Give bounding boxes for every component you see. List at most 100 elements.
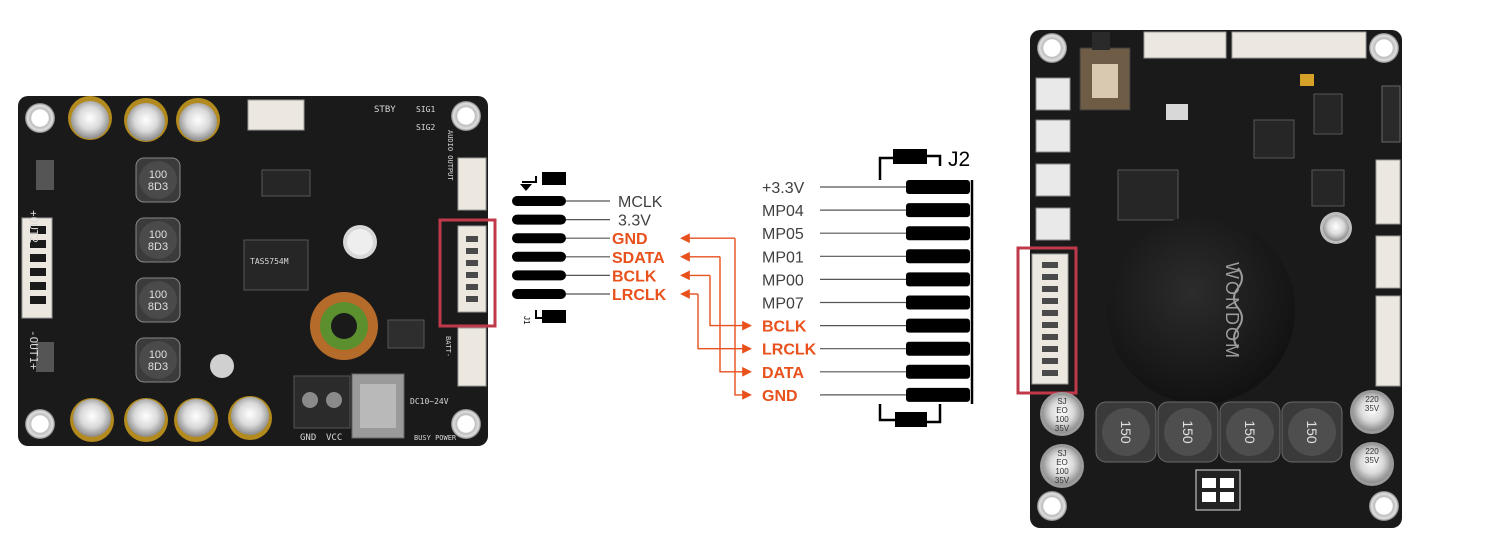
header-pin xyxy=(1042,334,1058,340)
mounting-hole xyxy=(25,409,55,439)
j2-pin-label: MP04 xyxy=(762,203,804,220)
j1-designator: J1 xyxy=(522,316,531,325)
inductor-mark: 8D3 xyxy=(148,301,168,313)
inductor-mark: 8D3 xyxy=(148,361,168,373)
right-header-2 xyxy=(1375,235,1401,289)
top-header-1 xyxy=(1143,31,1227,59)
capacitor-mark: 100 xyxy=(1055,415,1069,424)
silk-power: DC10~24V xyxy=(410,397,449,406)
capacitor-mark: 220 xyxy=(1365,447,1379,456)
j2-latch-top xyxy=(893,149,927,164)
header-pin xyxy=(1042,358,1058,364)
j2-connector-diagram: J2 +3.3VMP04MP05MP01MP00MP07BCLKLRCLKDAT… xyxy=(762,148,974,427)
j2-pins: +3.3VMP04MP05MP01MP00MP07BCLKLRCLKDATAGN… xyxy=(762,180,970,405)
j1-pin1-marker xyxy=(520,184,532,191)
mounting-hole xyxy=(1037,33,1067,63)
audio-output-header xyxy=(457,157,487,211)
silk-out1: -OUT1+ xyxy=(27,330,40,370)
j1-latch-top xyxy=(542,172,566,185)
i2s-header-j2 xyxy=(1031,253,1069,385)
j1-highlight-box xyxy=(438,218,497,328)
capacitor-mark: 100 xyxy=(1055,467,1069,476)
j1-pin xyxy=(512,196,566,206)
j2-pin-label: BCLK xyxy=(762,319,807,336)
batt-header xyxy=(457,327,487,387)
top-header xyxy=(247,99,305,131)
capacitor-mark: 220 xyxy=(1365,395,1379,404)
header-pin xyxy=(1042,262,1058,268)
right-header-3 xyxy=(1375,295,1401,387)
header-pin xyxy=(1042,346,1058,352)
j1-pin-label: SDATA xyxy=(612,250,665,267)
mounting-hole xyxy=(1037,491,1067,521)
silk-sig2: SIG2 xyxy=(416,123,435,132)
silk-audio-output: AUDIO OUTPUT xyxy=(446,130,454,181)
right-header-1 xyxy=(1375,159,1401,225)
chip-label: TAS5754M xyxy=(250,257,289,266)
power-connector xyxy=(1195,469,1241,511)
capacitor-mark: SJ xyxy=(1057,449,1066,458)
mounting-hole xyxy=(1369,491,1399,521)
header-pin xyxy=(1042,310,1058,316)
potentiometers xyxy=(1035,77,1071,241)
j2-pin-label: LRCLK xyxy=(762,342,817,359)
j2-pin-label: GND xyxy=(762,388,798,405)
j2-pin-label: MP07 xyxy=(762,296,804,313)
j2-pin xyxy=(906,341,970,356)
header-pin xyxy=(1042,322,1058,328)
j1-pin xyxy=(512,289,566,299)
inductor-mark: 8D3 xyxy=(148,181,168,193)
j1-pin-label: BCLK xyxy=(612,268,657,285)
j2-pin xyxy=(906,295,970,310)
header-pin xyxy=(1042,274,1058,280)
mounting-hole xyxy=(25,103,55,133)
j2-pin xyxy=(906,226,970,241)
j1-pin-label: GND xyxy=(612,231,648,248)
j2-bracket xyxy=(878,154,942,424)
inductor-mark: 8D3 xyxy=(148,241,168,253)
jumper xyxy=(1381,85,1401,143)
connection-arrow-right xyxy=(719,256,752,377)
j2-pin xyxy=(906,272,970,287)
j2-pin-label: +3.3V xyxy=(762,180,805,197)
j1-pin xyxy=(512,270,566,281)
j2-latch-bottom xyxy=(895,412,927,427)
silk-gnd: GND xyxy=(300,433,316,443)
inductor-mark: 150 xyxy=(1242,420,1258,444)
j1-pin xyxy=(512,251,566,262)
bottom-capacitors xyxy=(70,396,272,442)
capacitor-mark: 35V xyxy=(1055,476,1070,485)
mounting-hole xyxy=(1369,33,1399,63)
dsp-chip xyxy=(1117,169,1179,221)
j2-pin xyxy=(906,318,970,333)
j2-pin-label: DATA xyxy=(762,365,805,382)
inductor-mark: 150 xyxy=(1180,420,1196,444)
capacitor-mark: EO xyxy=(1056,406,1068,415)
inductor-mark: 100 xyxy=(149,349,167,361)
silk-batt: BATT- xyxy=(444,336,452,357)
inductor-mark: 150 xyxy=(1118,420,1134,444)
capacitor-mark: 35V xyxy=(1365,404,1380,413)
inductor-mark: 100 xyxy=(149,229,167,241)
j2-pin xyxy=(906,249,970,264)
connection-lines xyxy=(680,233,752,400)
connection-arrow-right xyxy=(697,294,752,354)
connection-arrow-right xyxy=(709,275,752,331)
top-capacitors xyxy=(68,96,220,142)
capacitor-mark: 35V xyxy=(1365,456,1380,465)
inductor-mark: 100 xyxy=(149,169,167,181)
j2-highlight-box xyxy=(1016,246,1078,395)
top-header-2 xyxy=(1231,31,1367,59)
j2-designator: J2 xyxy=(948,148,970,171)
inductor-mark: 100 xyxy=(149,289,167,301)
silk-busy-power: BUSY POWER xyxy=(414,434,457,442)
inductor-mark: 150 xyxy=(1304,420,1320,444)
j2-pin-label: MP01 xyxy=(762,249,804,266)
j1-pin xyxy=(512,233,566,244)
mounting-hole xyxy=(451,409,481,439)
j1-pin-label: 3.3V xyxy=(618,213,651,230)
